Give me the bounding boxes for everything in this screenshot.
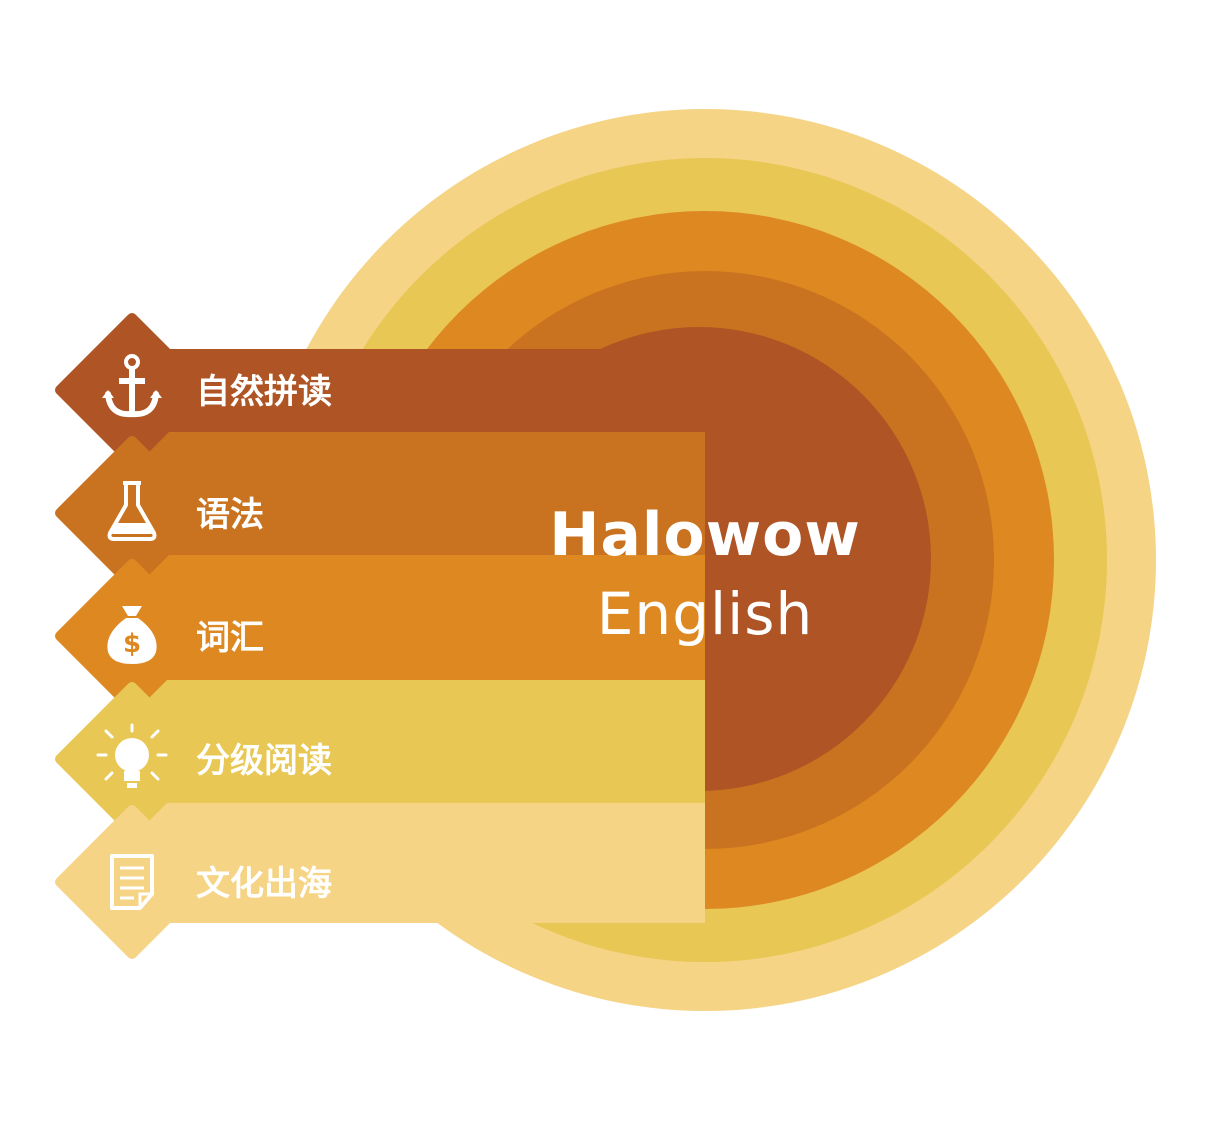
level-marker[interactable] [55,805,209,959]
level-label: 分级阅读 [196,741,332,781]
level-band [130,680,705,803]
anchor-icon [102,354,162,418]
flask-icon [107,481,157,541]
level-band [130,555,705,680]
level-band [130,349,705,432]
level-label: 文化出海 [196,864,332,904]
level-label: 语法 [196,495,264,535]
brand-subtitle: English [596,580,814,648]
lightbulb-icon [96,723,168,788]
document-icon [110,854,154,910]
svg-text:$: $ [123,629,141,659]
money-bag-icon: $ [107,606,157,664]
level-label: 自然拼读 [196,372,332,412]
level-band [130,803,705,923]
brand-title: Halowow [549,500,861,570]
level-label: 词汇 [196,618,264,658]
level-band [130,432,705,555]
